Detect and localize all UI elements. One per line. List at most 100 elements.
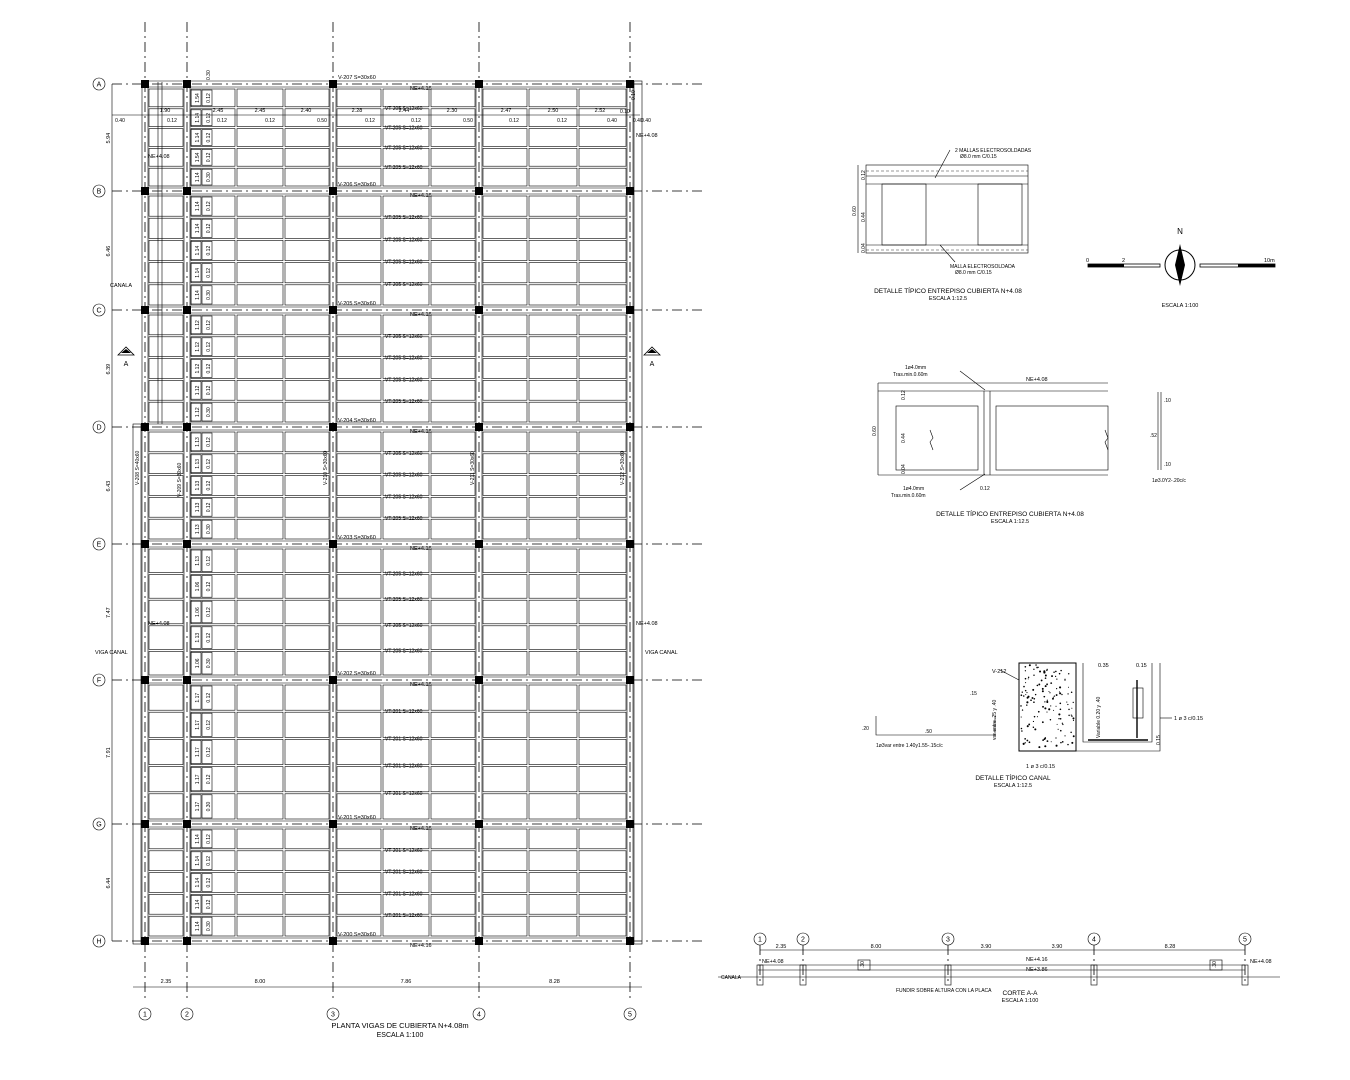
slab-cell xyxy=(284,431,330,453)
concrete-dot xyxy=(1046,699,1048,701)
slab-cell xyxy=(430,475,476,496)
strip-box-a xyxy=(190,712,202,737)
concrete-dot xyxy=(1020,705,1022,707)
slab-cell xyxy=(578,475,627,496)
strip-small: 0.12 xyxy=(206,152,212,162)
concrete-dot xyxy=(1026,701,1029,704)
vt-label: VT-201 S=12x60 xyxy=(385,764,423,770)
slab-cell xyxy=(528,336,578,357)
concrete-dot xyxy=(1070,731,1072,734)
slab-cell xyxy=(482,240,528,261)
d2-note1: 1ø4.0mm xyxy=(905,365,926,371)
strip-small: 0.12 xyxy=(206,581,212,591)
strip-box-b xyxy=(201,381,213,400)
slab-cell xyxy=(284,625,330,650)
strip-value: 1.13 xyxy=(195,633,201,643)
slab-cell xyxy=(336,651,382,676)
concrete-dot xyxy=(1040,679,1043,682)
strip-small: 0.30 xyxy=(206,801,212,811)
slab-cell xyxy=(336,915,382,937)
slab-cell xyxy=(236,148,284,167)
slab-cell xyxy=(482,915,528,937)
concrete-dot xyxy=(1071,715,1073,717)
strip-small: 0.12 xyxy=(206,747,212,757)
col-bubble-3 xyxy=(326,1007,340,1021)
concrete-dot xyxy=(1064,735,1066,737)
slab-cell xyxy=(236,262,284,284)
concrete-dot xyxy=(1050,741,1052,743)
slab-cell xyxy=(482,793,528,820)
slab-cell xyxy=(528,548,578,573)
column-G2 xyxy=(183,820,191,828)
slab-cell xyxy=(236,915,284,937)
slab-cell xyxy=(336,739,382,765)
strip-value: 1.13 xyxy=(195,437,201,447)
slab-cell xyxy=(148,739,184,765)
strip-value: 1.14 xyxy=(195,290,201,300)
slab-cell xyxy=(284,167,330,187)
strip-box-a xyxy=(190,519,202,539)
section-level-3: NE+4.08 xyxy=(1250,959,1272,965)
concrete-dot xyxy=(1044,677,1047,679)
concrete-dot xyxy=(1028,664,1031,667)
canal-left xyxy=(132,423,142,945)
strip-value: 1.17 xyxy=(195,747,201,757)
slab-cell xyxy=(382,894,430,915)
concrete-dot xyxy=(1060,669,1062,672)
slab-cell xyxy=(430,915,476,937)
concrete-dot xyxy=(1053,695,1056,697)
column-A2 xyxy=(183,80,191,88)
slab-cell xyxy=(528,739,578,765)
concrete-dot xyxy=(1043,695,1046,698)
slab-cell xyxy=(236,336,284,357)
concrete-dot xyxy=(1024,689,1027,692)
slab-cell xyxy=(482,518,528,540)
concrete-dot xyxy=(1058,691,1060,693)
slab-cell xyxy=(578,548,627,573)
slab-cell xyxy=(382,431,430,453)
slab-cell xyxy=(528,401,578,423)
d1-note-top: 2 MALLAS ELECTROSOLDADAS xyxy=(955,148,1032,154)
concrete-dot xyxy=(1036,716,1038,718)
slab-cell xyxy=(284,574,330,599)
slab-cell xyxy=(578,108,627,127)
slab-cell xyxy=(482,739,528,765)
vt-label: VT-205 S=12x60 xyxy=(385,473,423,479)
strip-value: 1.17 xyxy=(195,693,201,703)
slab-cell xyxy=(148,88,184,108)
vertical-beam-label: V-210 S=30x60 xyxy=(323,450,329,485)
label-viga-canal-right: VIGA CANAL xyxy=(645,650,678,656)
d3-dim-2: .15 xyxy=(970,691,977,697)
slab-cell xyxy=(382,401,430,423)
strip-value: 1.14 xyxy=(195,899,201,909)
strip-box-a xyxy=(190,794,202,819)
slab-cell xyxy=(382,518,430,540)
strip-value: 1.13 xyxy=(195,459,201,469)
strip-value: 1.14 xyxy=(195,113,201,123)
concrete-dot xyxy=(1056,687,1058,690)
slab-cell xyxy=(382,336,430,357)
concrete-dot xyxy=(1067,693,1069,695)
slab-cell xyxy=(482,651,528,676)
concrete-dot xyxy=(1030,699,1032,702)
concrete-dot xyxy=(1058,672,1061,675)
strip-small: 0.12 xyxy=(206,693,212,703)
slab-cell xyxy=(148,711,184,738)
slab-cell xyxy=(382,684,430,711)
slab-cell xyxy=(482,574,528,599)
slab-cell xyxy=(430,108,476,127)
concrete-dot xyxy=(1072,735,1075,738)
concrete-dot xyxy=(1036,666,1038,669)
row-bubble-H xyxy=(92,934,106,948)
slab-cell xyxy=(578,684,627,711)
concrete-dot xyxy=(1066,701,1068,703)
slab-cell xyxy=(578,167,627,187)
slab-cell xyxy=(336,850,382,871)
strip-value: 1.14 xyxy=(195,878,201,888)
slab-cell xyxy=(148,766,184,793)
d1-scale: ESCALA 1:12.5 xyxy=(929,296,967,302)
strip-small: 0.12 xyxy=(206,133,212,143)
slab-cell xyxy=(236,518,284,540)
concrete-dot xyxy=(1038,683,1041,686)
top-small: 0.12 xyxy=(411,118,421,124)
